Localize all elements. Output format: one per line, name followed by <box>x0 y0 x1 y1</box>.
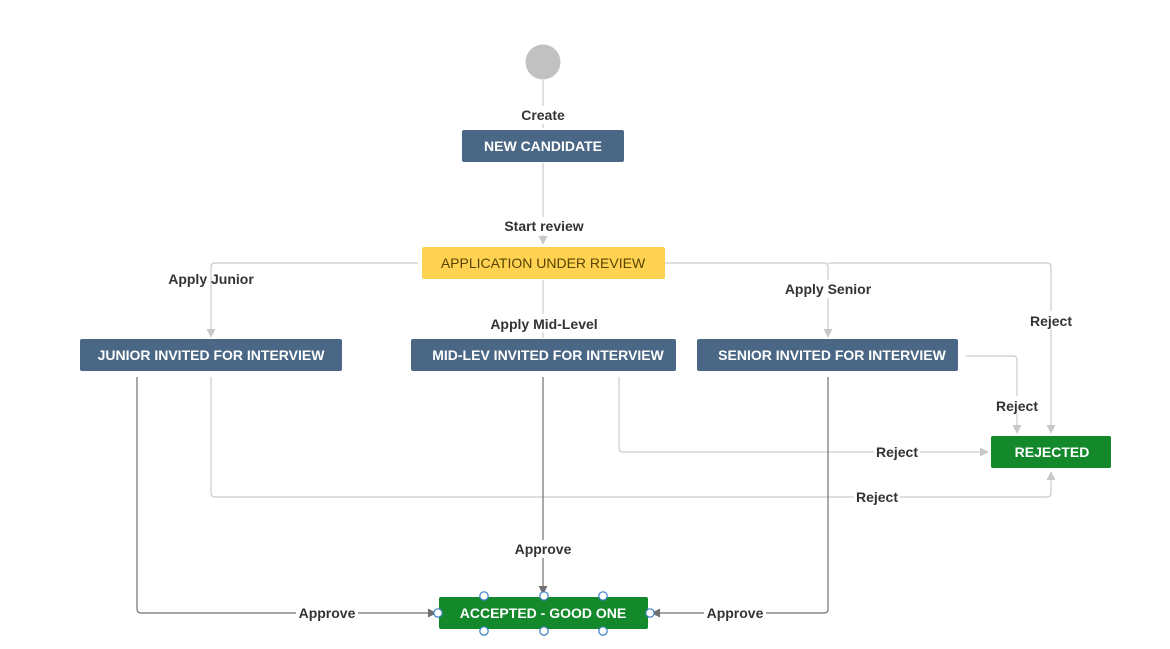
edge-apply-junior[interactable] <box>206 262 418 338</box>
connection-handle[interactable] <box>479 626 489 636</box>
status-label: NEW CANDIDATE <box>484 138 602 154</box>
status-accepted[interactable]: ACCEPTED - GOOD ONE <box>439 597 648 629</box>
edge-label-reject-review[interactable]: Reject <box>1030 313 1072 329</box>
edge-reject-review[interactable] <box>828 262 1056 434</box>
edge-approve-junior[interactable] <box>136 377 437 618</box>
edge-reject-junior[interactable] <box>210 377 1056 498</box>
edge-label-approve-senior[interactable]: Approve <box>707 605 764 621</box>
status-new-candidate[interactable]: NEW CANDIDATE <box>462 130 624 162</box>
connection-handle[interactable] <box>598 626 608 636</box>
start-node[interactable] <box>525 44 561 80</box>
edge-label-apply-mid[interactable]: Apply Mid-Level <box>490 316 597 332</box>
edge-reject-mid[interactable] <box>618 377 989 457</box>
status-junior-invited[interactable]: JUNIOR INVITED FOR INTERVIEW <box>80 339 342 371</box>
status-label: APPLICATION UNDER REVIEW <box>441 255 646 271</box>
edge-label-start-review[interactable]: Start review <box>504 218 583 234</box>
edge-label-apply-junior[interactable]: Apply Junior <box>168 271 254 287</box>
status-label: ACCEPTED - GOOD ONE <box>460 605 626 621</box>
edge-label-approve-junior[interactable]: Approve <box>299 605 356 621</box>
status-label: MID-LEV INVITED FOR INTERVIEW <box>432 347 664 363</box>
status-label: JUNIOR INVITED FOR INTERVIEW <box>98 347 326 363</box>
edge-label-create[interactable]: Create <box>521 107 565 123</box>
edge-label-reject-senior[interactable]: Reject <box>996 398 1038 414</box>
connection-handle[interactable] <box>539 591 549 601</box>
status-label: REJECTED <box>1015 444 1090 460</box>
status-label: SENIOR INVITED FOR INTERVIEW <box>718 347 946 363</box>
edge-label-approve-mid[interactable]: Approve <box>515 541 572 557</box>
connection-handle[interactable] <box>539 626 549 636</box>
status-senior-invited[interactable]: SENIOR INVITED FOR INTERVIEW <box>697 339 958 371</box>
edge-label-reject-mid[interactable]: Reject <box>876 444 918 460</box>
status-midlev-invited[interactable]: MID-LEV INVITED FOR INTERVIEW <box>411 339 676 371</box>
edge-approve-senior[interactable] <box>651 377 829 618</box>
edge-label-reject-junior[interactable]: Reject <box>856 489 898 505</box>
connection-handle[interactable] <box>598 591 608 601</box>
status-application-under-review[interactable]: APPLICATION UNDER REVIEW <box>422 247 665 279</box>
edge-apply-senior[interactable] <box>665 262 833 338</box>
connection-handle[interactable] <box>645 608 655 618</box>
edge-label-apply-senior[interactable]: Apply Senior <box>785 281 872 297</box>
selection-handles[interactable] <box>433 591 655 636</box>
connection-handle[interactable] <box>433 608 443 618</box>
edge-reject-senior[interactable] <box>966 355 1022 434</box>
status-rejected[interactable]: REJECTED <box>991 436 1111 468</box>
connection-handle[interactable] <box>479 591 489 601</box>
